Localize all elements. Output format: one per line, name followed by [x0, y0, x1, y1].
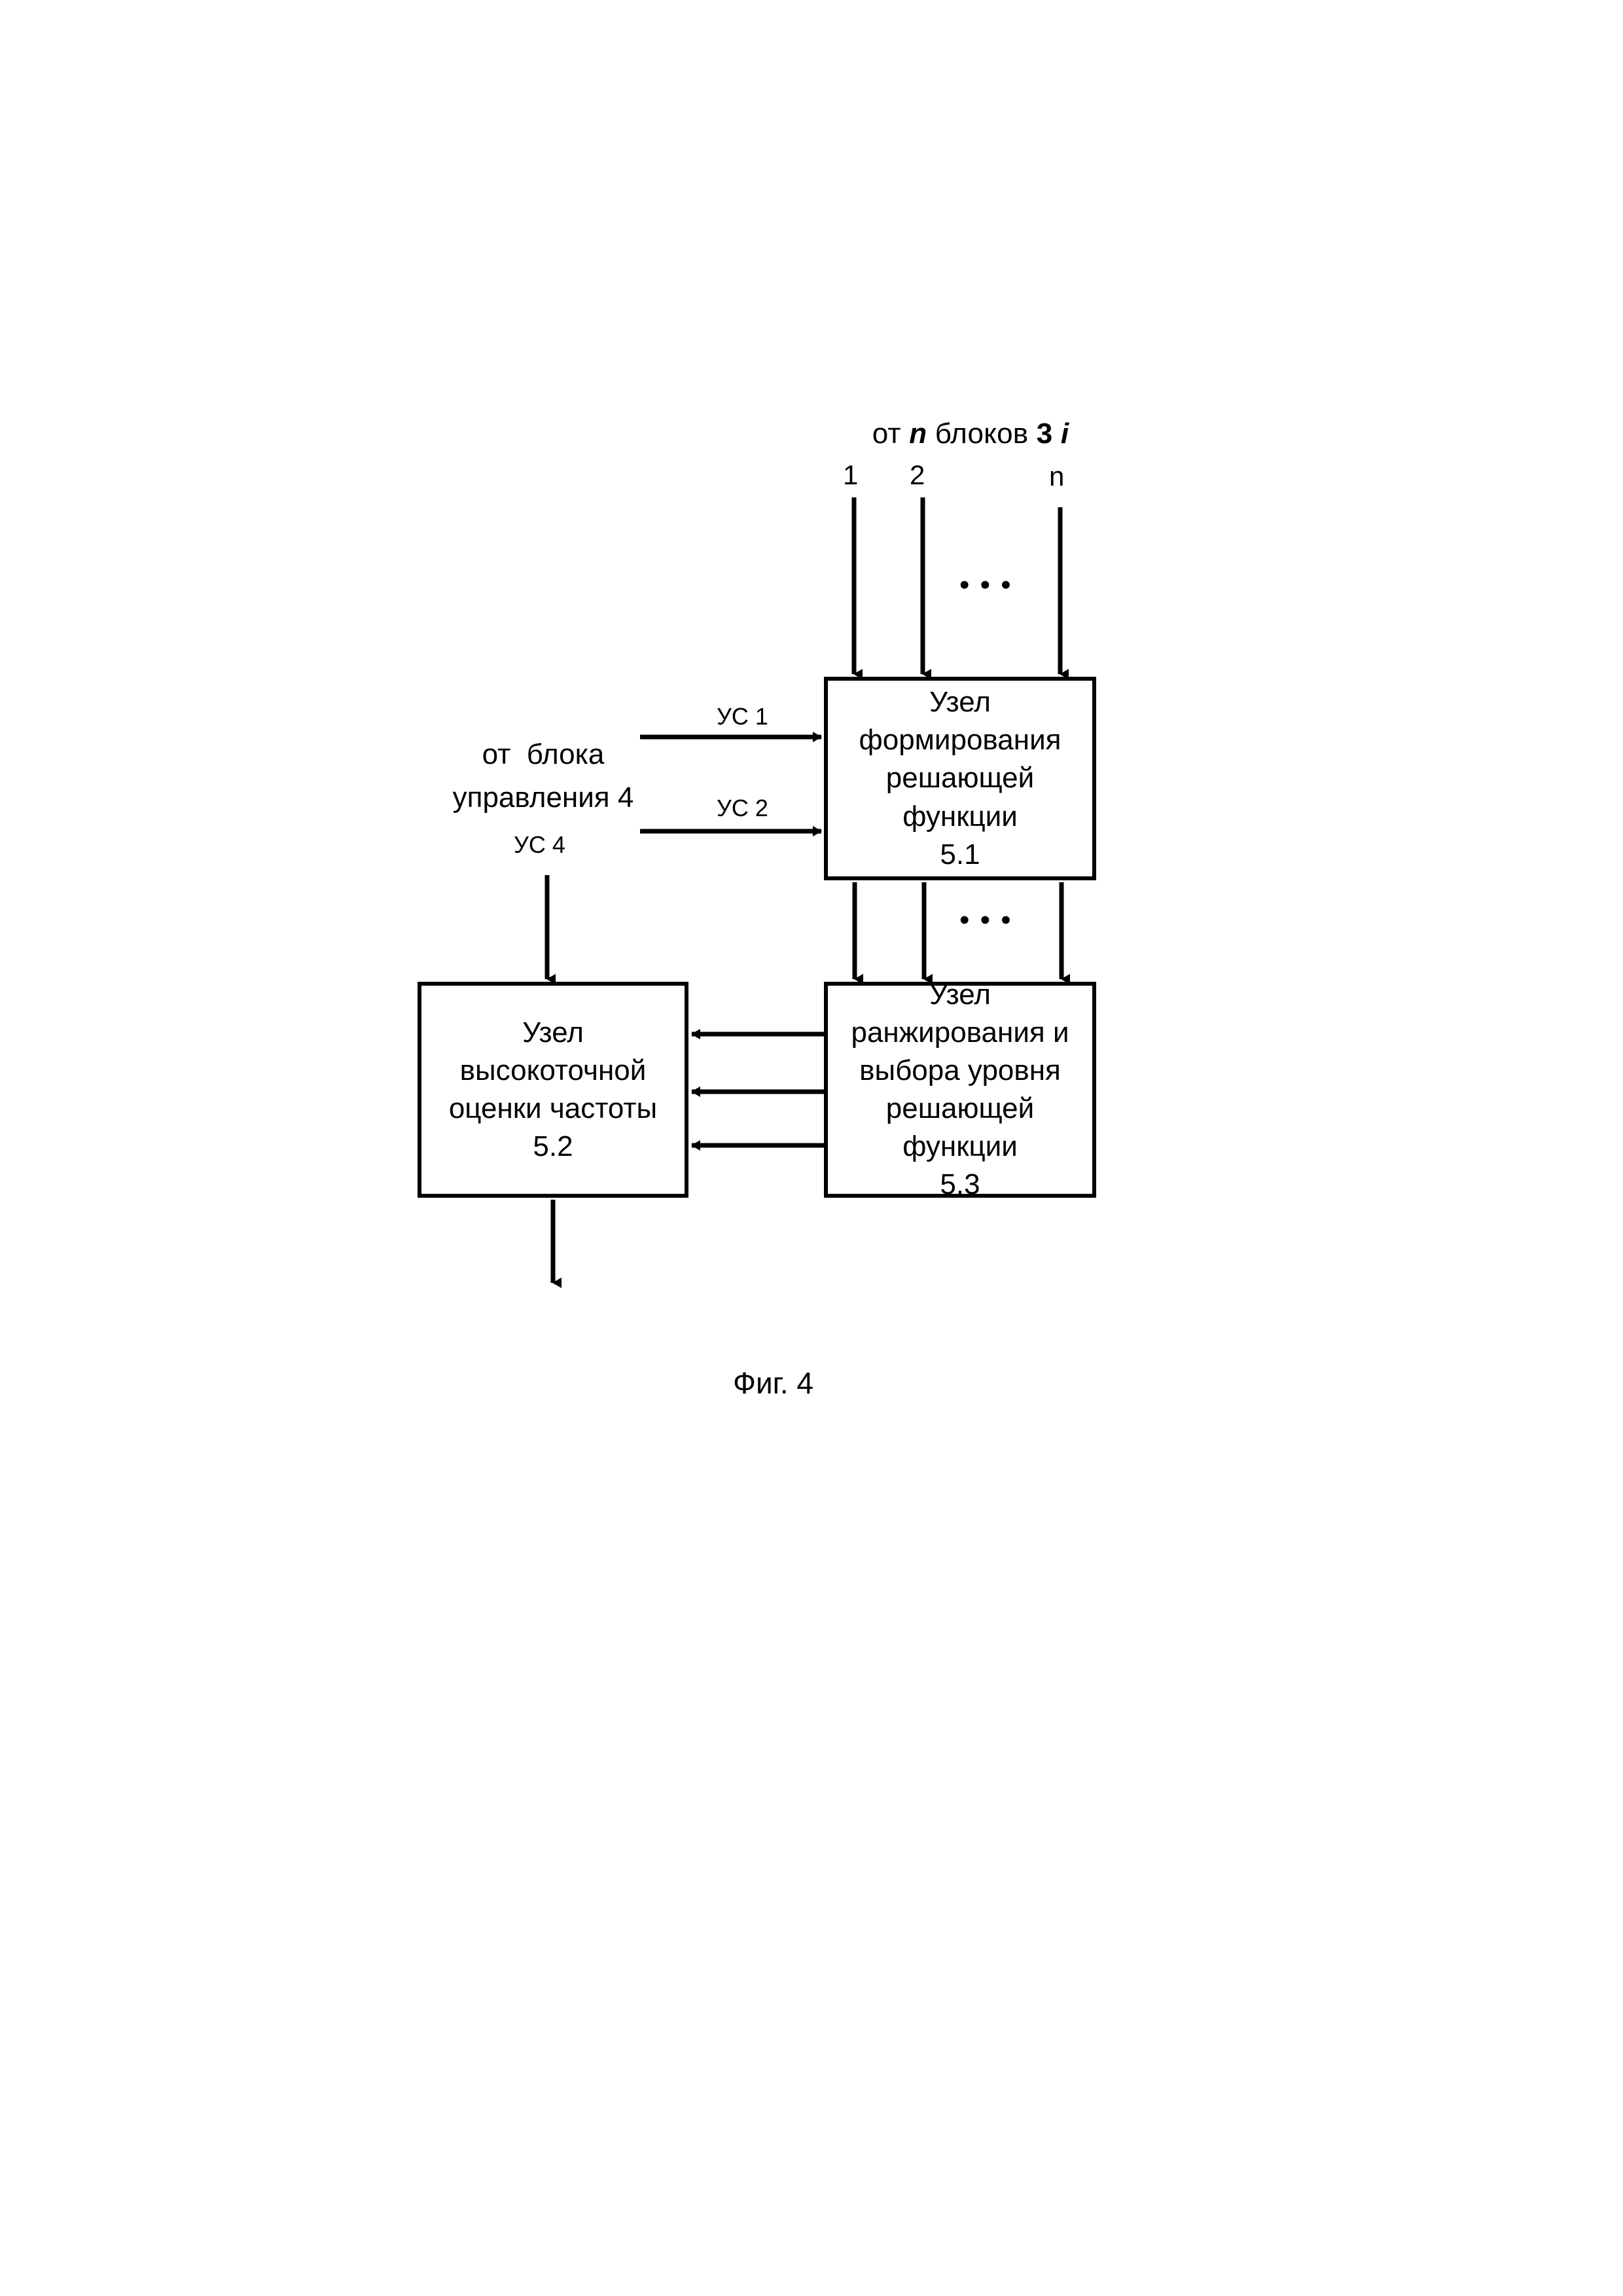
- block-5-3-label: Узел ранжирования и выбора уровня решающ…: [851, 978, 1069, 1201]
- header-source-note: от n блоков 3 i: [840, 380, 1069, 488]
- figure-caption: Фиг. 4: [733, 1366, 813, 1400]
- block-5-1-label: Узел формирования решающей функции 5.1: [859, 686, 1061, 870]
- block-5-3[interactable]: Узел ранжирования и выбора уровня решающ…: [824, 978, 1096, 1200]
- ellipsis-top-icon: • • •: [959, 569, 1012, 601]
- signal-label-us-4: УС 4: [514, 831, 565, 858]
- ellipsis-middle-icon: • • •: [959, 904, 1012, 936]
- block-5-2-label: Узел высокоточной оценки частоты 5.2: [448, 1016, 658, 1163]
- input-port-label-1: 1: [843, 459, 859, 490]
- header-middle: блоков: [927, 418, 1037, 450]
- block-5-1[interactable]: Узел формирования решающей функции 5.1: [824, 677, 1096, 880]
- header-bold-3: 3: [1036, 418, 1053, 450]
- header-prefix: от: [872, 418, 910, 450]
- signal-label-us-1: УС 1: [717, 703, 768, 730]
- header-n-italic: n: [909, 418, 927, 450]
- signal-label-us-2: УС 2: [717, 795, 768, 821]
- input-port-label-2: 2: [910, 459, 925, 490]
- control-block-source-note: от блока управления 4: [452, 738, 634, 814]
- block-5-2[interactable]: Узел высокоточной оценки частоты 5.2: [418, 982, 688, 1198]
- input-port-label-n: n: [1049, 461, 1065, 492]
- header-i-italic: i: [1060, 418, 1069, 450]
